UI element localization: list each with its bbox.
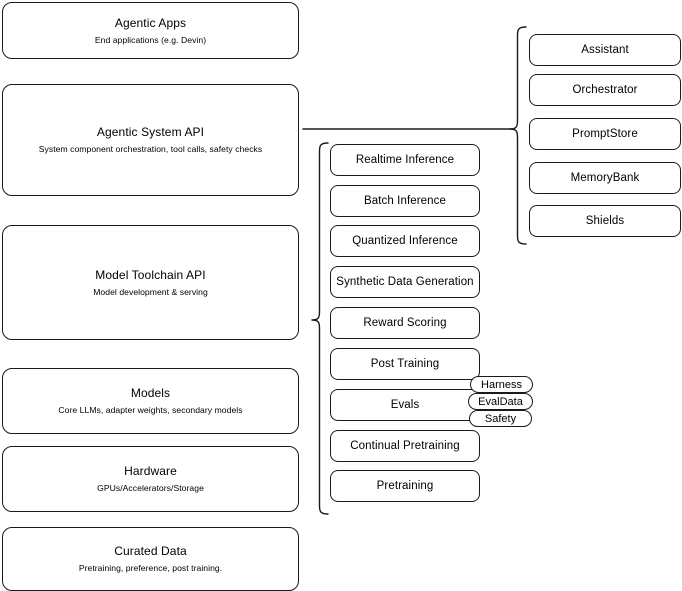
stack-layer-subtitle: GPUs/Accelerators/Storage — [97, 483, 204, 493]
eval-badge-harness[interactable]: Harness — [470, 376, 533, 393]
agentic-component-assistant[interactable]: Assistant — [529, 34, 681, 66]
stack-layer-agentic-system-api[interactable]: Agentic System API System component orch… — [2, 84, 299, 196]
toolchain-component-realtime-inference[interactable]: Realtime Inference — [330, 144, 480, 176]
stack-layer-title: Hardware — [124, 464, 177, 478]
eval-badge-label: Safety — [484, 412, 517, 425]
toolchain-component-label: Quantized Inference — [352, 235, 458, 247]
stack-layer-hardware[interactable]: Hardware GPUs/Accelerators/Storage — [2, 446, 299, 512]
toolchain-component-label: Pretraining — [376, 480, 434, 492]
toolchain-component-post-training[interactable]: Post Training — [330, 348, 480, 380]
eval-badge-safety[interactable]: Safety — [469, 410, 532, 427]
stack-layer-agentic-apps[interactable]: Agentic Apps End applications (e.g. Devi… — [2, 2, 299, 59]
stack-layer-title: Model Toolchain API — [95, 267, 206, 282]
agentic-component-label: Assistant — [581, 44, 629, 56]
toolchain-component-synthetic-data-generation[interactable]: Synthetic Data Generation — [330, 266, 480, 298]
stack-layer-subtitle: Pretraining, preference, post training. — [78, 563, 223, 573]
stack-layer-model-toolchain-api[interactable]: Model Toolchain API Model development & … — [2, 225, 299, 340]
stack-layer-title: Agentic System API — [96, 125, 205, 139]
stack-layer-models[interactable]: Models Core LLMs, adapter weights, secon… — [2, 368, 299, 434]
agentic-component-promptstore[interactable]: PromptStore — [529, 118, 681, 150]
toolchain-component-label: Continual Pretraining — [350, 440, 460, 452]
toolchain-component-label: Synthetic Data Generation — [336, 276, 474, 288]
toolchain-component-evals[interactable]: Evals — [330, 389, 480, 421]
agentic-component-shields[interactable]: Shields — [529, 205, 681, 237]
stack-layer-title: Models — [130, 386, 171, 400]
agentic-component-label: MemoryBank — [570, 172, 640, 184]
toolchain-component-label: Post Training — [370, 358, 440, 370]
toolchain-component-label: Reward Scoring — [363, 317, 447, 329]
agentic-component-label: Orchestrator — [572, 84, 638, 96]
toolchain-component-continual-pretraining[interactable]: Continual Pretraining — [330, 430, 480, 462]
agentic-component-label: Shields — [585, 215, 625, 227]
agentic-component-memorybank[interactable]: MemoryBank — [529, 162, 681, 194]
stack-layer-subtitle: Model development & serving — [93, 286, 208, 297]
stack-layer-subtitle: Core LLMs, adapter weights, secondary mo… — [58, 405, 243, 415]
stack-layer-subtitle: System component orchestration, tool cal… — [38, 144, 263, 154]
toolchain-component-batch-inference[interactable]: Batch Inference — [330, 185, 480, 217]
eval-badge-evaldata[interactable]: EvalData — [468, 393, 533, 410]
toolchain-component-label: Realtime Inference — [355, 154, 455, 166]
eval-badge-label: Harness — [481, 378, 522, 391]
stack-layer-subtitle: End applications (e.g. Devin) — [94, 34, 207, 45]
eval-badge-label: EvalData — [478, 395, 523, 408]
stack-layer-title: Curated Data — [114, 544, 187, 558]
agentic-component-orchestrator[interactable]: Orchestrator — [529, 74, 681, 106]
toolchain-component-label: Evals — [390, 399, 420, 411]
agentic-component-label: PromptStore — [572, 128, 638, 140]
toolchain-component-reward-scoring[interactable]: Reward Scoring — [330, 307, 480, 339]
toolchain-component-pretraining[interactable]: Pretraining — [330, 470, 480, 502]
stack-layer-title: Agentic Apps — [114, 15, 187, 30]
stack-layer-curated-data[interactable]: Curated Data Pretraining, preference, po… — [2, 527, 299, 591]
toolchain-component-quantized-inference[interactable]: Quantized Inference — [330, 225, 480, 257]
toolchain-component-label: Batch Inference — [363, 195, 447, 207]
